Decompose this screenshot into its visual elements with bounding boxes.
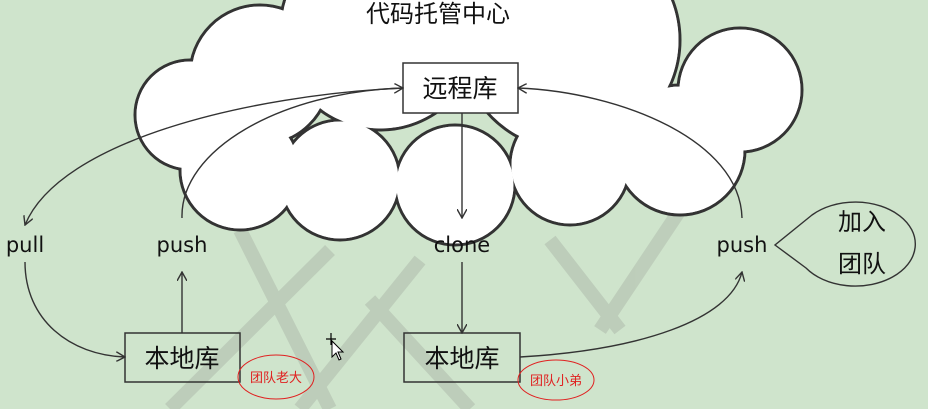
push-right-arrow-lower: [519, 272, 742, 358]
team-leader-annotation-circle: [237, 354, 315, 400]
svg-text:加入: 加入: [838, 208, 886, 236]
team-leader-annotation: 团队老大: [250, 371, 302, 386]
mouse-cursor-icon: [326, 333, 345, 361]
push-left-arrow-upper: [181, 88, 403, 219]
push-right-label: push: [717, 233, 768, 257]
local-repo-right-label: 本地库: [424, 344, 499, 373]
pull-arrow-upper: [25, 87, 404, 225]
local-repo-right-box: [403, 332, 521, 383]
team-member-annotation: 团队小弟: [530, 374, 582, 389]
join-team-callout: 加入 团队: [773, 201, 916, 287]
clone-label: clone: [434, 233, 490, 257]
cloud-title: 代码托管中心: [366, 0, 510, 28]
push-left-label: push: [157, 233, 208, 257]
push-right-arrow-upper: [518, 88, 743, 219]
pull-arrow-lower: [24, 261, 125, 357]
pull-label: pull: [6, 233, 44, 257]
local-repo-left-box: [124, 332, 241, 383]
cloud-code-hosting-center: [133, 0, 804, 247]
team-member-annotation-circle: [517, 359, 595, 401]
svg-text:团队: 团队: [838, 250, 886, 278]
local-repo-left-label: 本地库: [144, 344, 219, 373]
remote-repo-label: 远程库: [422, 74, 497, 103]
